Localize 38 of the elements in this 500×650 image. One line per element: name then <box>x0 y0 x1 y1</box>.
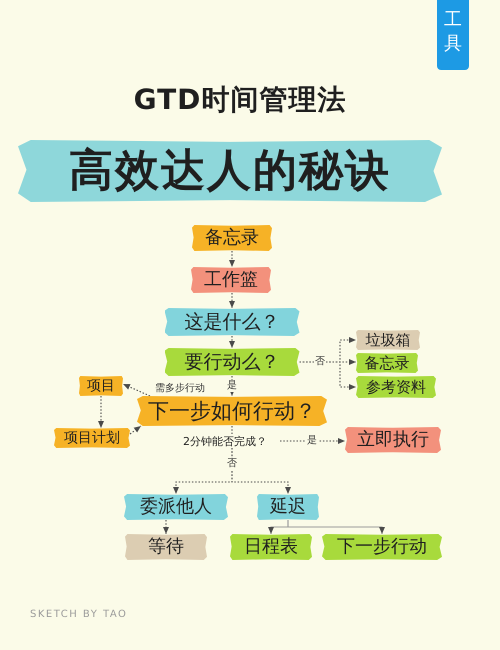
arrow <box>130 426 142 434</box>
title: GTD时间管理法 <box>134 86 346 114</box>
step-box: 备忘录 <box>192 225 272 251</box>
question-text: 2分钟能否完成？ <box>170 434 280 448</box>
edge-label: 是 <box>226 380 238 392</box>
step-box: 委派他人 <box>124 494 228 520</box>
step-box: 垃圾箱 <box>356 330 420 350</box>
arrow <box>231 448 291 494</box>
step-box: 这是什么？ <box>164 308 300 336</box>
step-box: 要行动么？ <box>164 348 300 376</box>
arrow <box>122 384 150 396</box>
signature-text: SKETCH BY TAO <box>30 610 128 620</box>
step-box: 日程表 <box>230 534 312 560</box>
step-box: 参考资料 <box>356 376 436 398</box>
edge-label: 否 <box>226 458 238 470</box>
arrow <box>287 520 385 534</box>
step-box: 项目计划 <box>54 428 130 448</box>
arrow <box>229 293 235 308</box>
step-box: 下一步行动 <box>322 534 442 560</box>
arrow <box>98 396 104 428</box>
step-box: 延迟 <box>257 494 319 520</box>
tag-tab: 工具 <box>437 0 469 70</box>
step-box: 工作篮 <box>191 267 271 293</box>
step-box: 立即执行 <box>345 427 441 453</box>
step-box: 等待 <box>125 534 207 560</box>
arrow <box>280 438 345 444</box>
step-box: 项目 <box>79 376 123 396</box>
arrow <box>163 520 169 534</box>
edge-label: 否 <box>314 356 326 368</box>
connector-line <box>231 426 233 434</box>
arrow <box>229 336 235 348</box>
arrow <box>229 251 235 267</box>
edge-label: 是 <box>306 435 318 447</box>
subtitle-banner: 高效达人的秘诀 <box>18 140 442 202</box>
arrow <box>300 361 356 390</box>
step-box: 备忘录 <box>356 353 418 373</box>
step-box: 下一步如何行动？ <box>137 396 327 426</box>
edge-label: 需多步行动 <box>154 383 206 395</box>
